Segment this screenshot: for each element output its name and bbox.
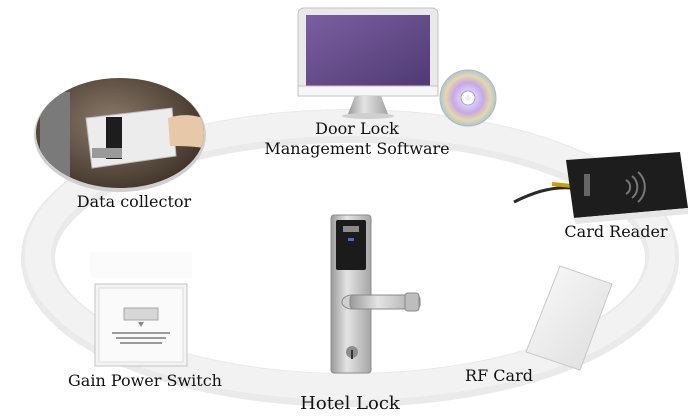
hotel-lock-icon [330, 214, 421, 374]
connection-ring [21, 109, 679, 407]
power-switch-icon [90, 252, 192, 367]
card-reader-icon [513, 152, 688, 224]
software-label: Door Lock Management Software [252, 119, 462, 159]
software-label-line2: Management Software [264, 139, 450, 158]
data-collector-icon [34, 78, 206, 192]
power-switch-label: Gain Power Switch [68, 371, 222, 390]
software-label-line1: Door Lock [315, 119, 399, 138]
hotel-lock-label: Hotel Lock [300, 393, 400, 414]
card-reader-label: Card Reader [564, 222, 668, 241]
cd-disc-icon [439, 69, 497, 127]
monitor-icon [297, 7, 439, 119]
rf-card-icon [525, 265, 613, 371]
data-collector-label: Data collector [76, 192, 192, 211]
rf-card-label: RF Card [465, 366, 533, 385]
